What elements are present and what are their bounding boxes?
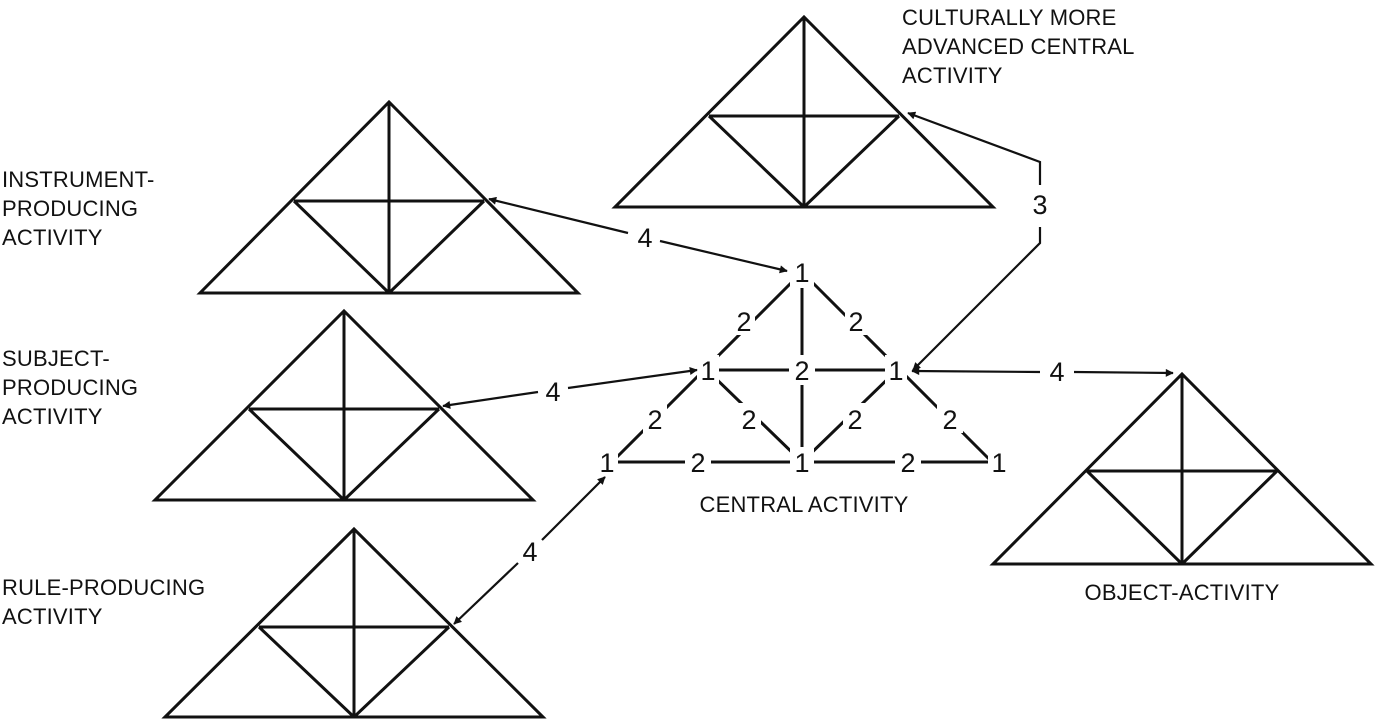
rule-label: RULE-PRODUCING ACTIVITY	[2, 575, 205, 629]
subject-link-arrow-tail	[567, 367, 698, 390]
culturally-advanced-link-arrow-tail	[912, 227, 1042, 371]
arrows	[442, 111, 1174, 625]
subject-producing-triangle	[151, 308, 537, 502]
subject-arrow-label: 4	[545, 377, 560, 407]
rule-link-arrow-tail	[541, 476, 606, 541]
instrument-label-line-1: INSTRUMENT-	[2, 167, 155, 192]
instrument-label-line-2: PRODUCING	[2, 196, 138, 221]
rule-label-line-2: ACTIVITY	[2, 604, 103, 629]
instrument-link-arrow	[488, 196, 629, 235]
central-number-inner-right: 2	[847, 405, 862, 435]
central-number-upper-left-edge: 2	[736, 307, 751, 337]
central-number-right-mid: 1	[888, 356, 903, 386]
central-number-bottom-center: 1	[794, 448, 809, 478]
subject-label-line-3: ACTIVITY	[2, 404, 103, 429]
central-number-lower-right-edge: 2	[942, 405, 957, 435]
object-activity-triangle	[989, 371, 1375, 566]
rule-link-arrow	[453, 562, 519, 625]
central-number-lower-left-edge: 2	[647, 405, 662, 435]
instrument-arrow-label: 4	[637, 223, 652, 253]
object-activity-label: OBJECT-ACTIVITY	[1085, 580, 1280, 605]
object-link-arrow-tail	[1073, 368, 1174, 377]
central-number-base-left: 2	[690, 448, 705, 478]
instrument-link-arrow-tail	[659, 239, 788, 274]
central-activity-label: CENTRAL ACTIVITY	[700, 492, 909, 517]
culturally-advanced-arrow-label: 3	[1032, 190, 1047, 220]
subject-label-line-2: PRODUCING	[2, 375, 138, 400]
subject-label: SUBJECT- PRODUCING ACTIVITY	[2, 346, 138, 429]
central-number-bottom-left: 1	[599, 448, 614, 478]
central-number-bottom-right: 1	[991, 448, 1006, 478]
rule-label-line-1: RULE-PRODUCING	[2, 575, 205, 600]
central-number-inner-left: 2	[741, 405, 756, 435]
culturally-advanced-label-line-1: CULTURALLY MORE	[902, 5, 1117, 30]
central-number-base-right: 2	[900, 448, 915, 478]
subject-link-arrow	[442, 390, 539, 409]
instrument-producing-triangle	[196, 99, 582, 295]
subject-label-line-1: SUBJECT-	[2, 346, 110, 371]
central-number-upper-right-edge: 2	[848, 307, 863, 337]
central-number-left-mid: 1	[700, 356, 715, 386]
object-arrow-label: 4	[1049, 357, 1064, 387]
central-number-top: 1	[794, 258, 809, 288]
culturally-advanced-label-line-2: ADVANCED CENTRAL	[902, 34, 1135, 59]
instrument-label: INSTRUMENT- PRODUCING ACTIVITY	[2, 167, 155, 250]
instrument-label-line-3: ACTIVITY	[2, 225, 103, 250]
object-link-arrow	[911, 367, 1041, 376]
culturally-advanced-link-arrow	[907, 111, 1042, 185]
rule-arrow-label: 4	[522, 537, 537, 567]
rule-producing-triangle	[161, 526, 547, 719]
culturally-advanced-label-line-3: ACTIVITY	[902, 63, 1003, 88]
culturally-advanced-label: CULTURALLY MORE ADVANCED CENTRAL ACTIVIT…	[902, 5, 1135, 88]
central-activity-triangle: 1 2 2 1 2 1 2 2 2 2 1 2 1 2 1	[596, 256, 1010, 478]
culturally-advanced-triangle	[611, 14, 997, 209]
central-number-center: 2	[794, 356, 809, 386]
